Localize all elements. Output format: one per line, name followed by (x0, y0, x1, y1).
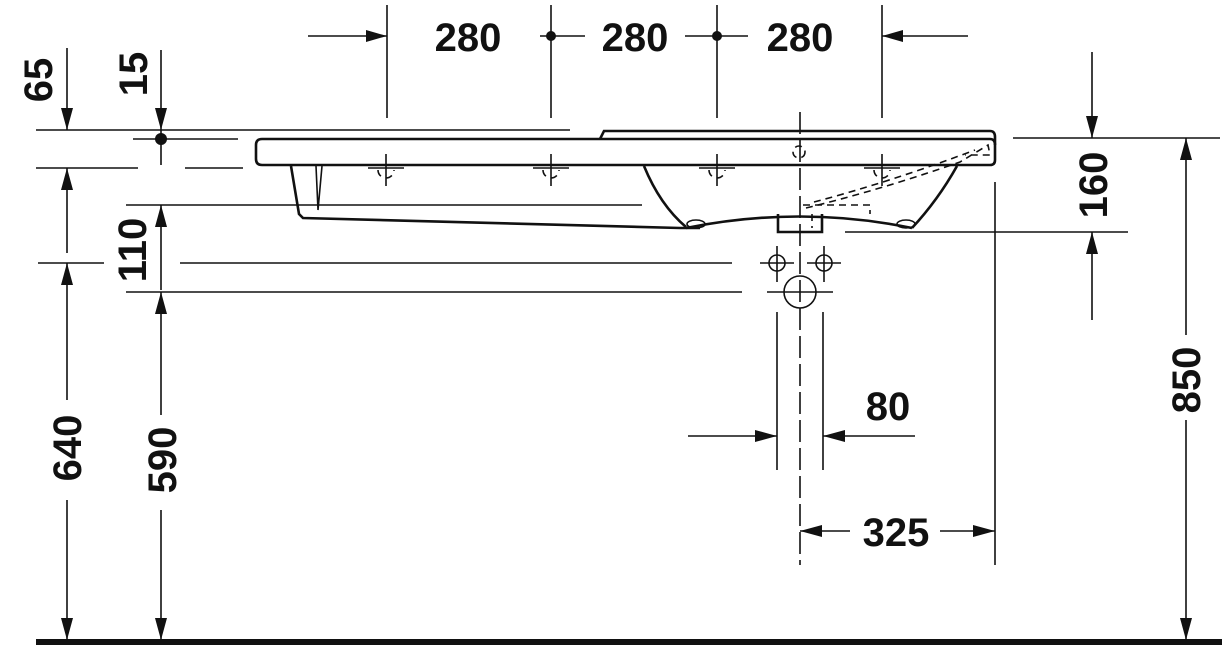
left-top-dimensions: 65 15 (17, 48, 570, 253)
dim-280-1: 280 (435, 16, 502, 60)
dim-15: 15 (112, 52, 156, 97)
dim-640: 640 (46, 415, 90, 482)
dim-80: 80 (866, 385, 911, 429)
dim-590: 590 (141, 427, 185, 494)
right-dimensions: 160 850 (845, 52, 1220, 640)
dim-850: 850 (1165, 347, 1209, 414)
washbasin-outline (254, 129, 997, 234)
tap-hole-markers (368, 154, 900, 186)
dim-65: 65 (17, 58, 61, 103)
dim-160: 160 (1072, 152, 1116, 219)
top-dimension-chain: 280 280 280 (308, 5, 968, 118)
dim-280-2: 280 (602, 16, 669, 60)
dim-110: 110 (111, 218, 155, 283)
connections (760, 112, 841, 565)
dim-280-3: 280 (767, 16, 834, 60)
dim-325: 325 (863, 511, 930, 555)
waste-dimensions: 80 325 (688, 182, 996, 565)
left-lower-dimensions: 110 640 590 (38, 204, 742, 640)
